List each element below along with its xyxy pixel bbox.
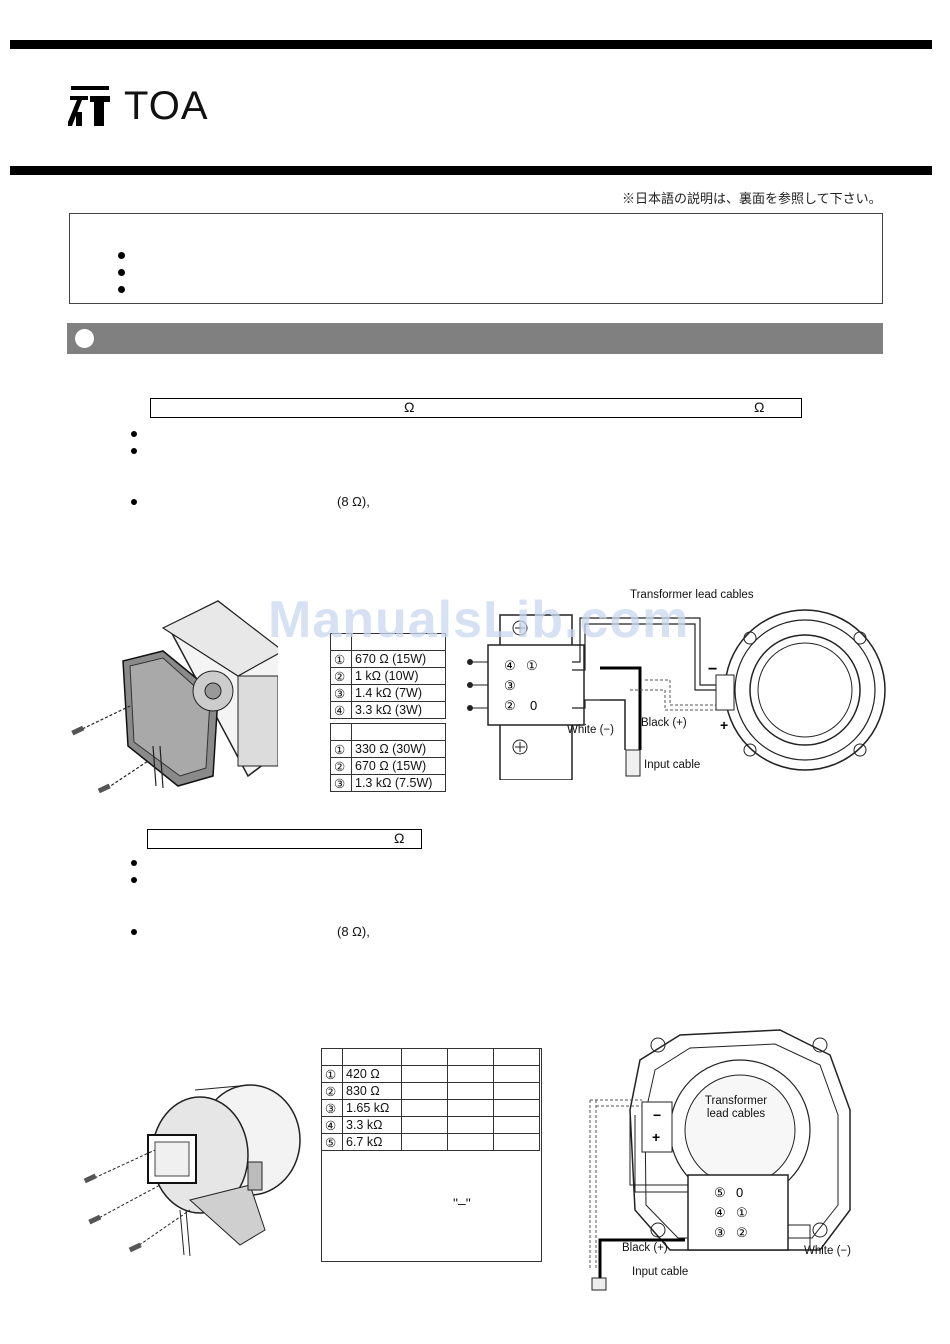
s1-bullet-3-text: (8 Ω), — [337, 494, 370, 509]
term2-3: ③ — [714, 1225, 726, 1240]
speaker-plus: + — [720, 717, 728, 733]
speaker-plus-2: + — [652, 1129, 660, 1145]
s2-bullet-3 — [131, 929, 137, 935]
wiring-diagram-1: ④ ① ③ ② 0 − + — [467, 609, 886, 780]
toa-logo-mark-icon — [68, 86, 110, 126]
term-4: ④ — [504, 658, 516, 673]
row-num: ① — [334, 652, 346, 667]
input-cable-label-1: Input cable — [644, 759, 701, 771]
spec-box-1-ohm-a: Ω — [404, 399, 415, 415]
intro-bullet-3 — [118, 286, 125, 293]
row-value: 3.3 kΩ — [342, 1116, 402, 1134]
row-value: 3.3 kΩ (3W) — [351, 701, 446, 719]
table-row: ④ 3.3 kΩ (3W) — [330, 701, 446, 719]
speaker-minus: − — [708, 661, 717, 678]
intro-bullet-2 — [118, 269, 125, 276]
section-header-bar — [67, 323, 883, 354]
japanese-note: ※日本語の説明は、裏面を参照して下さい。 — [622, 191, 882, 206]
tap-table-bottom: ① 330 Ω (30W) ② 670 Ω (15W) ③ 1.3 kΩ (7.5W) — [330, 723, 446, 792]
table-row: ③ 1.3 kΩ (7.5W) — [330, 774, 446, 792]
table-row: ② 1 kΩ (10W) — [330, 667, 446, 685]
term2-2: ② — [736, 1225, 748, 1240]
row-value: 6.7 kΩ — [342, 1133, 402, 1151]
input-cable-label-2: Input cable — [632, 1266, 689, 1278]
s1-bullet-3 — [131, 499, 137, 505]
row-num: ② — [321, 1082, 343, 1100]
black-plus-label-2: Black (+) — [622, 1242, 668, 1254]
row-value: 670 Ω (15W) — [351, 650, 446, 668]
s2-bullet-3-text: (8 Ω), — [337, 924, 370, 939]
row-num: ④ — [321, 1116, 343, 1134]
term-3: ③ — [504, 678, 516, 693]
top-rule — [10, 40, 932, 49]
row-value: 420 Ω — [342, 1065, 402, 1083]
term-2: ② — [504, 698, 516, 713]
transformer-lead-cables-label-1: Transformer lead cables — [630, 589, 754, 601]
white-minus-label-2: White (−) — [804, 1245, 851, 1257]
speaker-minus-2: − — [653, 1107, 661, 1123]
s1-bullet-2 — [131, 448, 137, 454]
table-row: ① 330 Ω (30W) — [330, 740, 446, 758]
black-plus-label-1: Black (+) — [641, 717, 687, 729]
transformer-lead-cables-label-2: Transformer lead cables — [704, 1095, 768, 1120]
row-num: ① — [321, 1065, 343, 1083]
spec-box-1-ohm-b: Ω — [754, 399, 765, 415]
row-num: ⑤ — [321, 1133, 343, 1151]
row-value: 1.65 kΩ — [342, 1099, 402, 1117]
s2-bullet-1 — [131, 860, 137, 866]
term2-4: ④ — [714, 1205, 726, 1220]
brand-name: TOA — [124, 84, 209, 128]
intro-box — [69, 213, 883, 304]
row-value: 830 Ω — [342, 1082, 402, 1100]
note-symbol: "–" — [453, 1195, 471, 1211]
intro-bullet-1 — [118, 252, 125, 259]
term2-1: ① — [736, 1205, 748, 1220]
row-num: ③ — [334, 776, 346, 791]
term-1: ① — [526, 658, 538, 673]
row-num: ④ — [334, 703, 346, 718]
s2-bullet-2 — [131, 877, 137, 883]
header-bottom-rule — [10, 166, 932, 175]
row-num: ② — [334, 669, 346, 684]
table-row: ① 670 Ω (15W) — [330, 650, 446, 668]
row-num: ③ — [334, 686, 346, 701]
row-value: 1.3 kΩ (7.5W) — [351, 774, 446, 792]
table-row: ② 670 Ω (15W) — [330, 757, 446, 775]
white-minus-label-1: White (−) — [567, 724, 614, 736]
wiring-diagram-2: − + ⑤ 0 ④ ① ③ ② — [589, 1029, 851, 1291]
tap-table-bottom-header — [330, 723, 446, 741]
term2-5: ⑤ — [714, 1185, 726, 1200]
term-0: 0 — [530, 698, 537, 713]
row-num: ① — [334, 742, 346, 757]
row-value: 330 Ω (30W) — [351, 740, 446, 758]
row-num: ③ — [321, 1099, 343, 1117]
round-speaker-illustration — [83, 1084, 301, 1257]
row-num: ② — [334, 759, 346, 774]
row-value: 1.4 kΩ (7W) — [351, 684, 446, 702]
table-row: ③ 1.4 kΩ (7W) — [330, 684, 446, 702]
spec-box-2-ohm: Ω — [394, 830, 405, 846]
term2-0: 0 — [736, 1185, 743, 1200]
watermark: ManualsLib.com — [268, 591, 690, 649]
spec-box-1: Ω Ω — [150, 398, 802, 418]
tap-table-large-header — [321, 1048, 540, 1066]
section-dot-icon — [75, 329, 94, 348]
row-value: 670 Ω (15W) — [351, 757, 446, 775]
speaker-box-illustration — [71, 600, 278, 794]
toa-logo: TOA — [68, 84, 218, 130]
s1-bullet-1 — [131, 431, 137, 437]
spec-box-2: Ω — [147, 829, 422, 849]
row-value: 1 kΩ (10W) — [351, 667, 446, 685]
